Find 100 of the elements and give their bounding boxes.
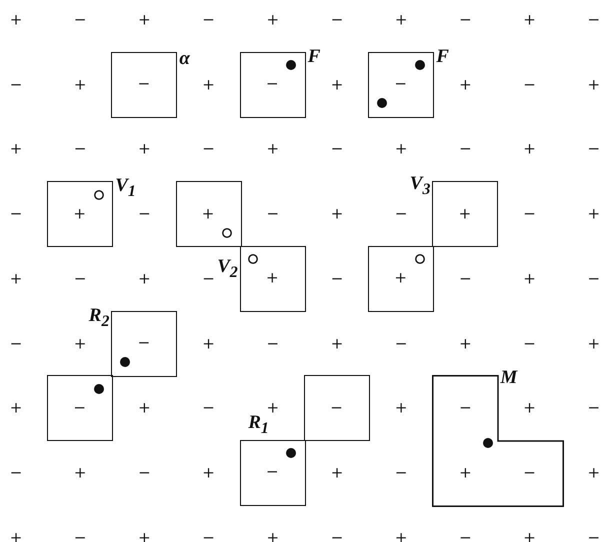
sign-symbol: + [138, 530, 151, 542]
sign-symbol: + [523, 400, 536, 416]
plaquette-box [111, 310, 178, 376]
sign-symbol: − [459, 12, 472, 28]
sign-symbol: + [588, 77, 600, 92]
sign-symbol: − [459, 271, 472, 286]
sign-symbol: − [330, 271, 344, 286]
sign-symbol: + [10, 530, 22, 542]
sign-symbol: − [74, 12, 86, 28]
sign-symbol: + [10, 400, 22, 416]
plaquette-box [368, 246, 434, 312]
plaquette-label: F [436, 46, 449, 67]
plaquette-label: M [500, 368, 518, 388]
sign-symbol: − [588, 142, 600, 157]
plaquette-box [240, 440, 306, 506]
sign-symbol: − [459, 400, 472, 416]
sign-symbol: − [330, 530, 344, 542]
sign-symbol: − [202, 12, 215, 28]
sign-symbol: − [202, 142, 215, 157]
plaquette-box [176, 181, 242, 248]
sign-symbol: − [73, 400, 86, 416]
sign-symbol: − [330, 142, 344, 157]
sign-symbol: + [73, 206, 86, 222]
sign-symbol: + [330, 206, 344, 222]
sign-symbol: − [588, 271, 600, 286]
sign-symbol: + [330, 465, 344, 480]
sign-symbol: − [588, 530, 600, 542]
sign-symbol: − [202, 400, 215, 416]
sign-symbol: − [138, 465, 151, 480]
sign-symbol: + [74, 336, 86, 351]
sign-symbol: − [523, 77, 536, 92]
sign-symbol: − [10, 206, 22, 222]
sign-symbol: − [138, 336, 150, 350]
sign-symbol: − [588, 12, 600, 28]
plaquette-label: R$_{2}$ [88, 306, 110, 332]
sign-symbol: + [10, 12, 22, 28]
sign-symbol: + [202, 465, 215, 480]
plaquette-box [432, 181, 498, 248]
plaquette-label: V$_{2}$ [217, 256, 238, 283]
sign-symbol: − [394, 206, 408, 222]
sign-symbol: − [74, 530, 86, 542]
sign-symbol: − [394, 76, 407, 92]
sign-symbol: − [138, 76, 150, 92]
sign-symbol: + [138, 142, 151, 157]
sign-symbol: + [588, 206, 600, 222]
sign-symbol: − [10, 336, 22, 351]
sign-symbol: + [266, 530, 280, 542]
sign-symbol: + [202, 336, 215, 351]
plaquette-label: V$_{3}$ [410, 174, 430, 200]
sign-symbol: + [10, 142, 22, 157]
sign-symbol: − [523, 206, 536, 222]
sign-symbol: − [202, 271, 215, 286]
sign-symbol: + [266, 12, 280, 28]
sign-symbol: + [74, 77, 86, 92]
sign-symbol: − [10, 77, 22, 92]
sign-symbol: + [138, 400, 151, 416]
sign-symbol: − [10, 465, 22, 480]
plaquette-box [240, 52, 306, 118]
sign-symbol: + [74, 465, 86, 480]
plaquette-label: α [179, 48, 190, 69]
sign-symbol: + [138, 12, 151, 28]
sign-symbol: − [459, 142, 472, 157]
plaquette-label: V$_{1}$ [115, 176, 136, 202]
sign-symbol: + [523, 142, 536, 157]
plaquette-box [47, 375, 114, 442]
sign-symbol: − [459, 530, 472, 542]
plaquette-label: F [308, 46, 320, 67]
plaquette-label: R$_{1}$ [248, 412, 269, 439]
sign-symbol: + [588, 465, 600, 480]
sign-symbol: + [138, 271, 151, 286]
sign-symbol: + [458, 206, 472, 222]
sign-symbol: + [10, 271, 22, 286]
sign-symbol: + [523, 271, 536, 286]
sign-symbol: − [394, 336, 408, 351]
sign-symbol: + [266, 270, 279, 286]
sign-symbol: − [394, 465, 408, 480]
sign-symbol: − [74, 271, 86, 286]
sign-symbol: − [266, 464, 279, 480]
sign-symbol: + [394, 142, 408, 157]
sign-symbol: − [523, 465, 536, 480]
sign-symbol: − [266, 206, 280, 222]
sign-symbol: + [394, 270, 407, 286]
sign-symbol: + [588, 336, 600, 351]
sign-symbol: + [266, 142, 280, 157]
sign-symbol: + [266, 400, 280, 416]
sign-symbol: − [74, 142, 86, 157]
sign-symbol: − [588, 400, 600, 416]
plaquette-box [111, 52, 178, 118]
plaquette-box [304, 375, 370, 442]
sign-symbol: − [330, 12, 344, 28]
sign-symbol: + [523, 12, 536, 28]
sign-symbol: − [266, 76, 279, 92]
sign-symbol: − [266, 336, 280, 351]
sign-symbol: − [202, 530, 215, 542]
sign-symbol: + [394, 400, 408, 416]
sign-symbol: + [202, 206, 214, 222]
sign-symbol: + [394, 12, 408, 28]
sign-symbol: − [330, 400, 343, 416]
plaquette-box [240, 246, 306, 312]
plaquette-box [47, 181, 114, 248]
